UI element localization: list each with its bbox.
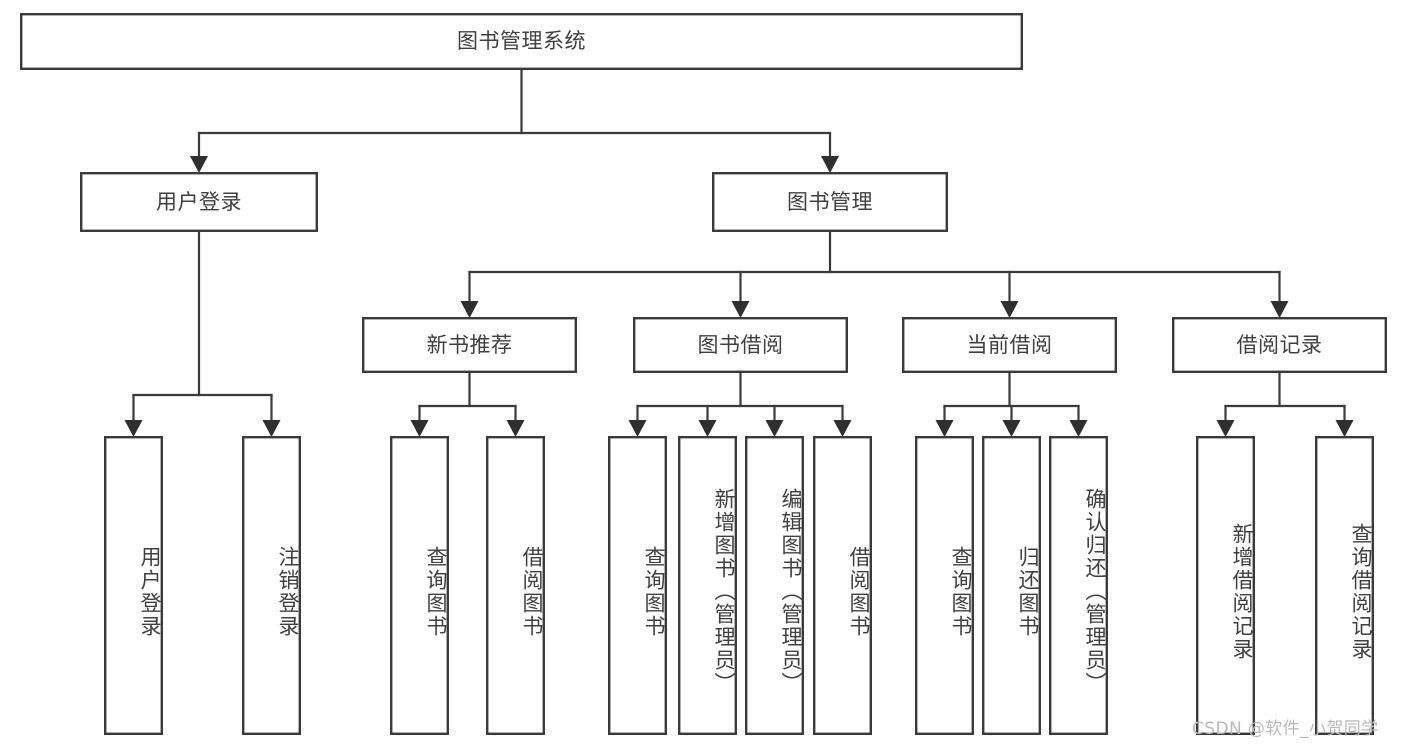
- node-box-new-book-recommend[interactable]: [362, 317, 578, 374]
- arrow-head-icon: [698, 420, 717, 437]
- arrow-head-icon: [1002, 420, 1021, 437]
- node-box-borrow-record[interactable]: [1171, 317, 1387, 374]
- arrow-head-icon: [190, 156, 208, 173]
- node-box-leaf-query-book-1[interactable]: [390, 436, 450, 736]
- node-box-layer: [20, 12, 1387, 736]
- arrow-head-icon: [1335, 420, 1354, 437]
- node-box-leaf-return-book[interactable]: [982, 436, 1042, 736]
- node-box-user-login[interactable]: [79, 171, 319, 232]
- node-box-leaf-add-borrow-record[interactable]: [1195, 436, 1255, 736]
- arrow-head-icon: [1069, 420, 1088, 437]
- arrow-head-icon: [124, 420, 143, 437]
- arrow-head-icon: [1000, 301, 1019, 318]
- arrow-head-icon: [1270, 301, 1289, 318]
- arrow-head-icon: [506, 420, 525, 437]
- arrow-head-icon: [262, 420, 281, 437]
- connector-group-book-manage: [460, 230, 1289, 318]
- node-box-book-manage[interactable]: [712, 171, 949, 232]
- arrow-head-icon: [460, 301, 479, 318]
- node-box-leaf-borrow-book-2[interactable]: [813, 436, 873, 736]
- arrow-head-icon: [410, 420, 429, 437]
- arrow-head-icon: [731, 301, 750, 318]
- node-box-leaf-confirm-return-admin[interactable]: [1048, 436, 1108, 736]
- node-box-leaf-user-logout[interactable]: [241, 436, 301, 736]
- arrow-head-icon: [935, 420, 954, 437]
- node-box-leaf-query-borrow-record[interactable]: [1314, 436, 1374, 736]
- node-box-book-borrow[interactable]: [633, 317, 849, 374]
- connector-group-user-login: [124, 230, 281, 437]
- arrow-head-icon: [628, 420, 647, 437]
- node-box-leaf-user-login[interactable]: [103, 436, 163, 736]
- node-box-leaf-borrow-book-1[interactable]: [486, 436, 546, 736]
- node-box-current-borrow[interactable]: [902, 317, 1118, 374]
- node-box-leaf-add-book-admin[interactable]: [678, 436, 738, 736]
- csdn-watermark: CSDN @软件_小贺同学: [1192, 719, 1379, 739]
- connector-group-book-borrow: [628, 371, 852, 437]
- arrow-head-icon: [821, 156, 839, 173]
- node-box-root[interactable]: [20, 12, 1023, 70]
- connector-group-root: [190, 68, 839, 173]
- arrow-head-icon: [765, 420, 784, 437]
- connector-group-current-borrow: [935, 371, 1088, 437]
- connector-group-borrow-record: [1216, 371, 1354, 437]
- arrow-head-icon: [1216, 420, 1235, 437]
- node-box-leaf-query-book-2[interactable]: [608, 436, 668, 736]
- connector-layer: [124, 68, 1354, 437]
- node-box-leaf-query-book-3[interactable]: [915, 436, 975, 736]
- node-box-leaf-edit-book-admin[interactable]: [745, 436, 805, 736]
- connector-group-new-book-recommend: [410, 371, 525, 437]
- arrow-head-icon: [833, 420, 852, 437]
